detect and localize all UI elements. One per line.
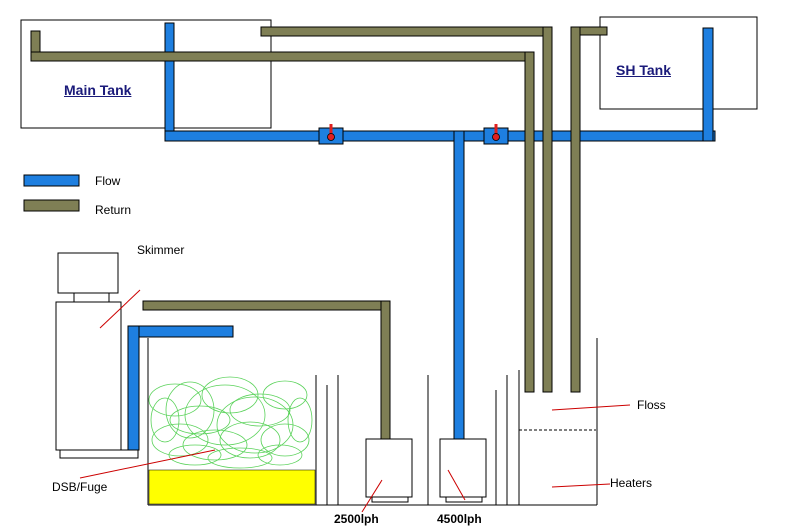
pump-2500-label: 2500lph [334, 512, 379, 526]
valve-icon [483, 124, 509, 145]
pointer-lines [79, 289, 631, 513]
main-tank-label: Main Tank [64, 82, 132, 98]
skimmer-label: Skimmer [137, 243, 185, 257]
return-pipes [30, 26, 608, 440]
flow-pipes [127, 22, 716, 451]
sh-tank-label: SH Tank [616, 62, 671, 78]
main-tank [20, 19, 272, 129]
dsb-fuge-label: DSB/Fuge [52, 480, 108, 494]
legend-return-swatch [23, 199, 80, 212]
chaeto-algae [148, 376, 313, 469]
valve-icon [318, 124, 344, 145]
pump-4500-label: 4500lph [437, 512, 482, 526]
legend-flow-label: Flow [95, 174, 121, 188]
sump [147, 338, 598, 506]
sh-tank [599, 16, 758, 110]
legend-return-label: Return [95, 203, 132, 217]
floss-label: Floss [637, 398, 666, 412]
skimmer-icon [55, 252, 139, 459]
legend-flow-swatch [23, 174, 80, 187]
pump-icon [365, 438, 413, 503]
sand-bed [148, 469, 316, 505]
pump-icon [439, 438, 487, 503]
heaters-label: Heaters [610, 476, 653, 490]
